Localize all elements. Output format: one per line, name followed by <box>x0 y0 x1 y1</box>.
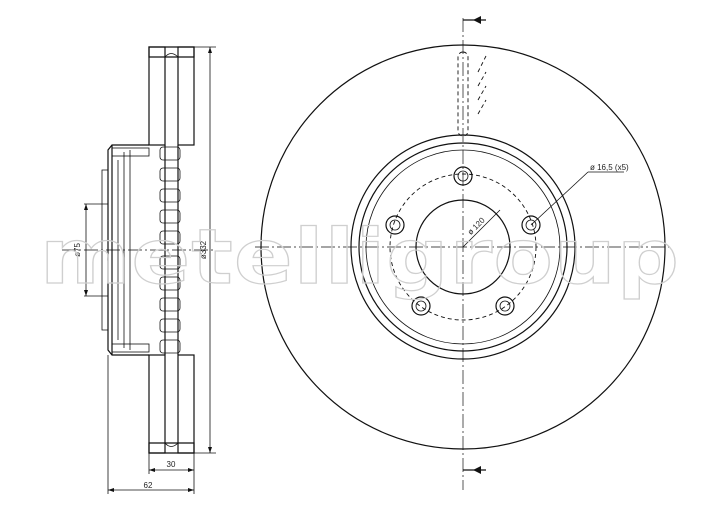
disc-diameter-label: ø332 <box>199 240 208 259</box>
hub-diameter-label: ø75 <box>73 243 82 257</box>
vent-fins <box>159 146 181 354</box>
side-section-view: ø75 ø332 30 62 <box>62 46 216 494</box>
wear-slots <box>457 51 487 137</box>
section-arrow-bottom <box>463 466 486 474</box>
inner-friction-ring-top <box>177 46 195 146</box>
total-height-label: 62 <box>144 481 153 490</box>
thickness-label: 30 <box>167 460 176 469</box>
outer-friction-ring-bottom <box>148 354 166 454</box>
section-arrow-top <box>463 16 486 24</box>
bolt-hole-label: ø 16,5 (x5) <box>590 163 629 172</box>
outer-friction-ring-top <box>148 46 166 146</box>
inner-friction-ring-bottom <box>177 354 195 454</box>
hub-face-hatch <box>111 147 150 157</box>
watermark: metelligroup <box>40 212 680 301</box>
